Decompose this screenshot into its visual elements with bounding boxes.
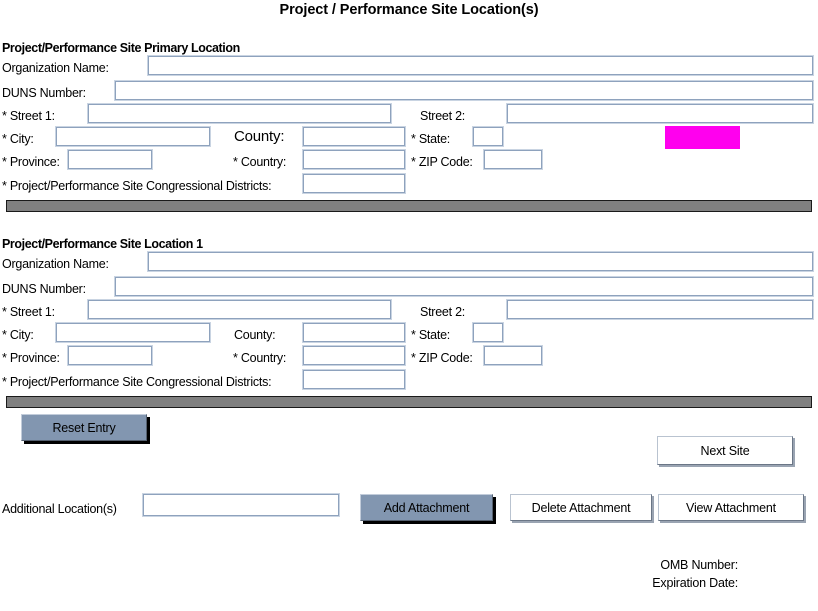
country-input-primary[interactable] bbox=[302, 149, 406, 170]
county-input-location-1[interactable] bbox=[302, 322, 406, 343]
province-label-primary: * Province: bbox=[2, 155, 60, 169]
page-title: Project / Performance Site Location(s) bbox=[279, 2, 539, 18]
expiration-date-label: Expiration Date: bbox=[652, 576, 738, 590]
congressional-districts-label-primary: * Project/Performance Site Congressional… bbox=[2, 179, 272, 193]
zip-label-primary: * ZIP Code: bbox=[411, 155, 473, 169]
county-label-location-1: County: bbox=[234, 328, 276, 342]
street1-label-location-1: * Street 1: bbox=[2, 305, 55, 319]
street1-label-primary: * Street 1: bbox=[2, 109, 55, 123]
zip-label-location-1: * ZIP Code: bbox=[411, 351, 473, 365]
delete-attachment-button[interactable]: Delete Attachment bbox=[510, 494, 652, 521]
state-input-location-1[interactable] bbox=[472, 322, 504, 343]
state-label-primary: * State: bbox=[411, 132, 450, 146]
congressional-districts-input-location-1[interactable] bbox=[302, 369, 406, 390]
country-input-location-1[interactable] bbox=[302, 345, 406, 366]
street2-input-location-1[interactable] bbox=[506, 299, 814, 320]
street2-input-primary[interactable] bbox=[506, 103, 814, 124]
street2-label-primary: Street 2: bbox=[420, 109, 465, 123]
province-label-location-1: * Province: bbox=[2, 351, 60, 365]
additional-locations-input[interactable] bbox=[142, 493, 340, 517]
organization-name-label-primary: Organization Name: bbox=[2, 61, 109, 75]
country-label-primary: * Country: bbox=[233, 155, 287, 169]
city-label-primary: * City: bbox=[2, 132, 34, 146]
section-separator-2 bbox=[6, 396, 812, 408]
duns-number-input-location-1[interactable] bbox=[114, 276, 814, 297]
add-attachment-button[interactable]: Add Attachment bbox=[360, 494, 493, 521]
next-site-button[interactable]: Next Site bbox=[657, 436, 793, 465]
organization-name-input-location-1[interactable] bbox=[147, 251, 814, 272]
omb-number-label: OMB Number: bbox=[660, 558, 738, 572]
duns-number-label-primary: DUNS Number: bbox=[2, 86, 86, 100]
congressional-districts-input-primary[interactable] bbox=[302, 173, 406, 194]
zip-input-location-1[interactable] bbox=[483, 345, 543, 366]
city-input-location-1[interactable] bbox=[55, 322, 211, 343]
province-input-primary[interactable] bbox=[67, 149, 153, 170]
view-attachment-button[interactable]: View Attachment bbox=[658, 494, 804, 521]
congressional-districts-label-location-1: * Project/Performance Site Congressional… bbox=[2, 375, 272, 389]
section-separator-1 bbox=[6, 200, 812, 212]
additional-locations-label: Additional Location(s) bbox=[2, 502, 117, 516]
state-input-primary[interactable] bbox=[472, 126, 504, 147]
city-label-location-1: * City: bbox=[2, 328, 34, 342]
province-input-location-1[interactable] bbox=[67, 345, 153, 366]
duns-number-input-primary[interactable] bbox=[114, 80, 814, 101]
street2-label-location-1: Street 2: bbox=[420, 305, 465, 319]
county-label-primary: County: bbox=[234, 128, 285, 145]
reset-entry-button[interactable]: Reset Entry bbox=[21, 414, 147, 441]
organization-name-label-location-1: Organization Name: bbox=[2, 257, 109, 271]
highlight-block bbox=[665, 126, 740, 149]
organization-name-input-primary[interactable] bbox=[147, 55, 814, 76]
section-heading-location-1: Project/Performance Site Location 1 bbox=[2, 237, 203, 251]
country-label-location-1: * Country: bbox=[233, 351, 287, 365]
city-input-primary[interactable] bbox=[55, 126, 211, 147]
duns-number-label-location-1: DUNS Number: bbox=[2, 282, 86, 296]
zip-input-primary[interactable] bbox=[483, 149, 543, 170]
county-input-primary[interactable] bbox=[302, 126, 406, 147]
street1-input-location-1[interactable] bbox=[87, 299, 392, 320]
section-heading-primary: Project/Performance Site Primary Locatio… bbox=[2, 41, 240, 55]
state-label-location-1: * State: bbox=[411, 328, 450, 342]
street1-input-primary[interactable] bbox=[87, 103, 392, 124]
